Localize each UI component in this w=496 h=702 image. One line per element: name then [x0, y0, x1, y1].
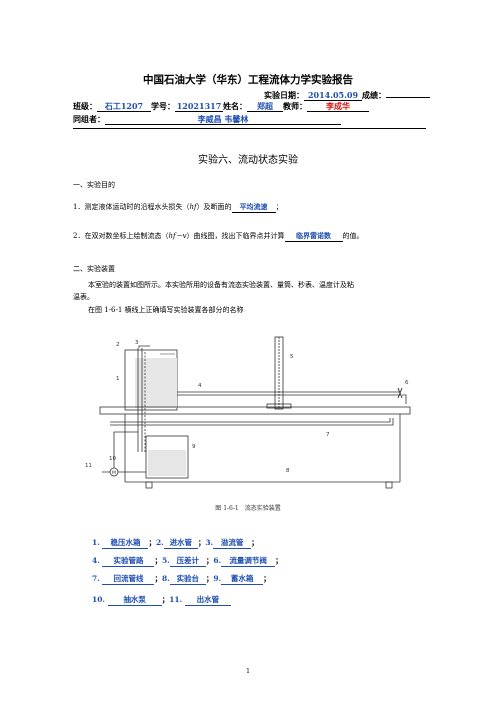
objective-2-mid: ）曲线图，找出下临界点并计算	[186, 232, 285, 240]
class-value: 石工1207	[97, 101, 151, 112]
answer-10-num: 10.	[92, 595, 106, 604]
label-2: 2	[116, 342, 120, 348]
answer-1-num: 1.	[92, 538, 100, 547]
answer-3-value: 溢流管	[213, 537, 252, 549]
label-1: 1	[116, 376, 120, 382]
class-label: 班级：	[73, 101, 97, 111]
group-row: 同组者：李威昌 韦馨林	[73, 114, 341, 125]
objective-2: 2．在双对数坐标上绘制流态（hf－v）曲线图，找出下临界点并计算临界雷诺数的值。	[73, 231, 364, 242]
name-value: 郑超	[247, 101, 283, 112]
group-label: 同组者：	[73, 114, 105, 124]
apparatus-instruction: 在图 1-6-1 横线上正确填写实验装置各部分的名称	[88, 306, 244, 314]
objective-1-mid: ）及断面的	[196, 203, 232, 211]
score-label: 成绩：	[362, 90, 386, 100]
date-value: 2014.05.09	[304, 90, 362, 101]
answer-6-num: 6.	[213, 556, 222, 565]
answer-row-2: 4. 实验管路；5.压差计；6.流量调节阀；	[92, 555, 283, 567]
figure-caption: 图 1-6-1 流态实验装置	[215, 505, 281, 512]
answer-5-value: 压差计	[169, 555, 206, 567]
section1-heading: 一、实验目的	[73, 181, 115, 189]
answer-7-value: 回流管线	[102, 573, 155, 585]
apparatus-paragraph-line1: 本室验的装置如图所示。本实验所用的设备有流态实验装置、量筒、秒表、温度计及粘	[88, 281, 354, 289]
answer-4-value: 实验管路	[102, 555, 155, 567]
header-divider	[73, 128, 426, 129]
date-label: 实验日期：	[264, 90, 304, 100]
page-number: 1	[246, 668, 250, 675]
answer-9-num: 9.	[213, 574, 222, 583]
objective-2-answer: 临界雷诺数	[284, 231, 343, 242]
answer-8-num: 8.	[161, 574, 170, 583]
answer-8-value: 实验台	[169, 573, 206, 585]
answer-1-value: 稳压水箱	[102, 537, 149, 549]
report-title: 中国石油大学（华东）工程流体力学实验报告	[143, 74, 353, 86]
teacher-value: 李成华	[307, 101, 369, 112]
answer-9-value: 蓄水箱	[221, 573, 264, 585]
pump-motor-label: M	[112, 470, 116, 476]
label-4: 4	[198, 383, 202, 389]
label-10: 10	[109, 456, 116, 462]
score-value	[386, 97, 430, 98]
label-5: 5	[290, 354, 294, 360]
label-3: 3	[135, 340, 139, 346]
answer-row-3: 7. 回流管线；8.实验台；9.蓄水箱；	[92, 573, 271, 585]
label-11: 11	[85, 463, 92, 469]
answer-row-1: 1. 稳压水箱；2.进水管；3.溢流管；	[92, 537, 259, 549]
label-7: 7	[326, 432, 330, 438]
objective-2-symbol: hf－v	[168, 232, 187, 240]
objective-2-prefix: 2．在双对数坐标上绘制流态（	[73, 232, 169, 240]
label-6: 6	[405, 380, 409, 386]
answer-2-value: 进水管	[163, 537, 198, 549]
answer-4-num: 4.	[92, 556, 100, 565]
objective-2-suffix: 的值。	[342, 232, 364, 240]
objective-1-prefix: 1．测定液体运动时的沿程水头损失（	[73, 203, 190, 211]
group-value: 李威昌 韦馨林	[105, 114, 341, 125]
objective-1: 1．测定液体运动时的沿程水头损失（hf）及断面的平均流速；	[73, 202, 283, 213]
id-value: 12021317	[175, 101, 223, 112]
answer-7-num: 7.	[92, 574, 100, 583]
answer-2-num: 2.	[155, 538, 164, 547]
objective-1-answer: 平均流速	[231, 202, 276, 213]
answer-11-value: 出水管	[184, 594, 231, 606]
label-8: 8	[286, 468, 290, 474]
answer-5-num: 5.	[161, 556, 170, 565]
apparatus-paragraph-line2: 温表。	[73, 293, 94, 301]
answer-11-num: 11.	[169, 595, 183, 604]
objective-1-suffix: ；	[275, 203, 283, 211]
answer-3-num: 3.	[205, 538, 214, 547]
experiment-title: 实验六、流动状态实验	[198, 155, 298, 166]
name-label: 姓名：	[223, 101, 247, 111]
objective-1-symbol: hf	[189, 203, 197, 211]
section2-heading: 二、实验装置	[73, 265, 115, 273]
apparatus-diagram: 2 1 3 4 5 6 7 8 9 10 11 M	[85, 336, 411, 489]
answer-10-value: 抽水泵	[107, 594, 162, 606]
answer-6-value: 流量调节阀	[221, 555, 276, 567]
id-label: 学号：	[151, 101, 175, 111]
answer-row-4: 10. 抽水泵；11. 出水管	[92, 594, 231, 606]
label-9: 9	[192, 444, 196, 450]
teacher-label: 教师：	[283, 101, 307, 111]
